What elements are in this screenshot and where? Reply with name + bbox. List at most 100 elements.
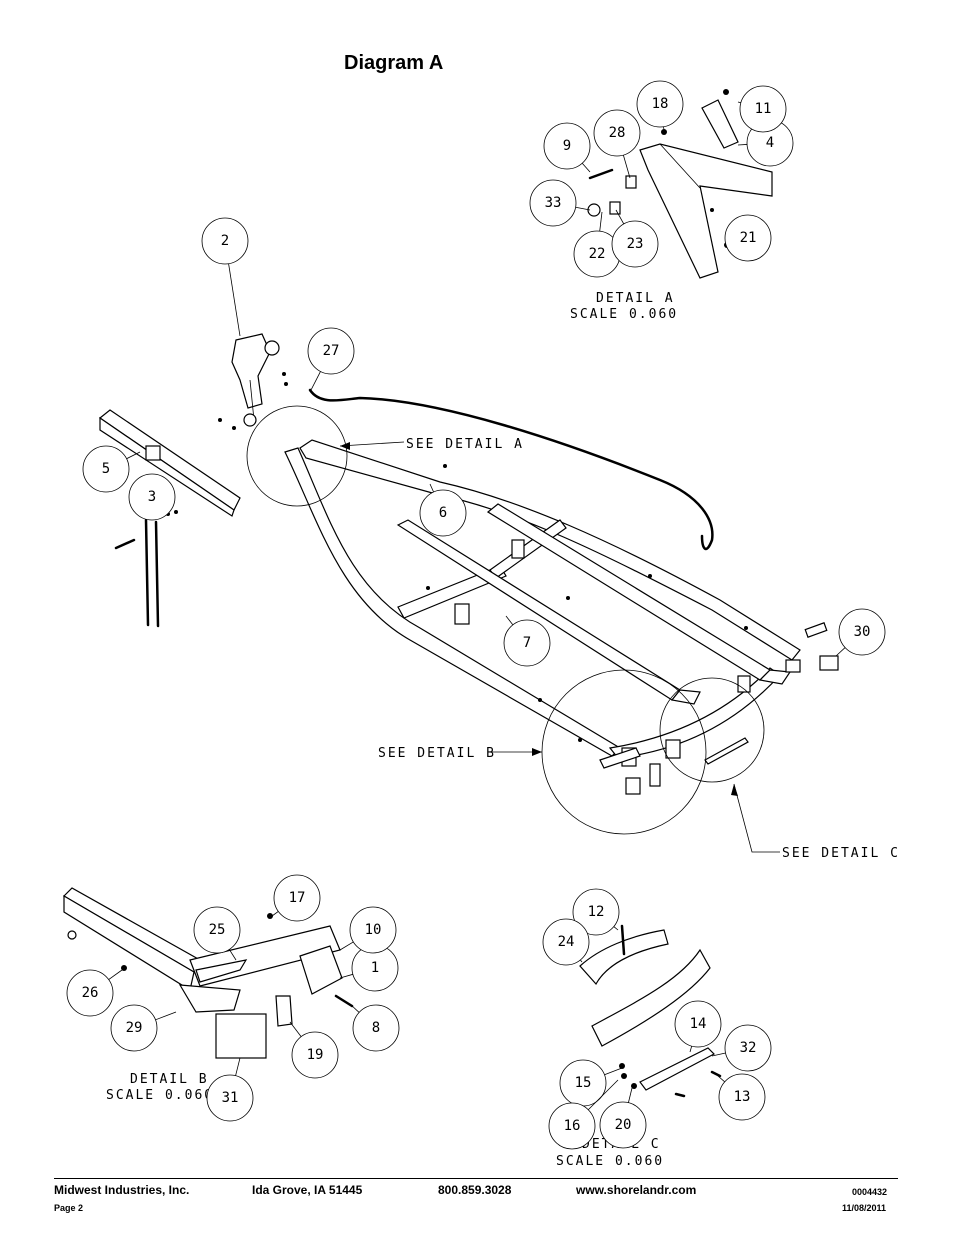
leader-line-33: [575, 206, 591, 211]
part-number-18: 18: [652, 96, 669, 112]
detail-b-name: DETAIL B: [130, 1072, 209, 1087]
see-detail-c-label: SEE DETAIL C: [782, 846, 900, 861]
leader-line-25: [228, 949, 237, 961]
part-bubble-32: 32: [711, 1024, 772, 1072]
bubble-circle-17: [273, 874, 321, 922]
bubble-circle-24: [542, 918, 590, 966]
bubble-circle-28: [593, 109, 641, 157]
leader-line-16: [587, 1079, 619, 1111]
leader-line-20: [628, 1087, 633, 1103]
part-number-9: 9: [563, 138, 571, 154]
part-bubbles: 1234567891011121314151617181920212223242…: [66, 80, 886, 1150]
winch-stand: [218, 333, 288, 430]
see-detail-b-label: SEE DETAIL B: [378, 746, 496, 761]
leader-line-18: [663, 126, 665, 131]
part-bubble-21: 21: [724, 214, 772, 262]
detail-c-drawing: [579, 924, 722, 1098]
part-bubble-28: 28: [593, 109, 641, 179]
part-bubble-1: 1: [339, 944, 399, 992]
part-bubble-14: 14: [674, 1000, 722, 1053]
leader-line-17: [271, 911, 279, 917]
bubble-circle-33: [529, 179, 577, 227]
detail-markers: [246, 405, 780, 853]
bubble-circle-18: [636, 80, 684, 128]
footer-company: Midwest Industries, Inc.: [54, 1183, 190, 1197]
part-bubble-24: 24: [542, 918, 590, 966]
bubble-circle-7: [503, 619, 551, 667]
leader-line-29: [155, 1011, 177, 1021]
part-number-26: 26: [82, 985, 99, 1001]
part-number-7: 7: [523, 635, 531, 651]
part-number-32: 32: [740, 1040, 757, 1056]
part-bubble-17: 17: [271, 874, 321, 922]
leader-line-12: [613, 926, 619, 931]
part-bubble-22: 22: [573, 211, 621, 278]
part-bubble-10: 10: [339, 906, 397, 954]
part-number-31: 31: [222, 1090, 239, 1106]
bubble-circle-32: [724, 1024, 772, 1072]
part-bubble-31: 31: [206, 1057, 254, 1122]
leader-line-14: [689, 1046, 693, 1053]
part-bubble-2: 2: [201, 217, 249, 337]
leader-line-7: [505, 615, 514, 626]
part-number-14: 14: [690, 1016, 707, 1032]
leader-line-15: [604, 1067, 623, 1076]
footer-date: 11/08/2011: [842, 1203, 887, 1213]
part-number-12: 12: [588, 904, 605, 920]
bubble-circle-21: [724, 214, 772, 262]
footer-divider: [54, 1178, 898, 1179]
part-bubble-15: 15: [559, 1059, 623, 1107]
footer-doc-number: 0004432: [852, 1187, 888, 1197]
part-number-10: 10: [365, 922, 382, 938]
part-bubble-19: 19: [289, 1021, 339, 1079]
part-number-2: 2: [221, 233, 229, 249]
bubble-circle-8: [352, 1004, 400, 1052]
leader-line-26: [108, 969, 123, 980]
detail-a-name: DETAIL A: [596, 291, 675, 306]
bubble-circle-29: [110, 1004, 158, 1052]
leader-line-13: [717, 1075, 725, 1083]
part-bubble-33: 33: [529, 179, 591, 227]
part-bubble-3: 3: [128, 473, 176, 521]
leader-line-27: [309, 371, 321, 393]
part-bubble-29: 29: [110, 1004, 177, 1052]
bubble-circle-11: [739, 85, 787, 133]
leader-line-6: [429, 483, 434, 493]
part-bubble-26: 26: [66, 969, 123, 1017]
bubble-circle-23: [611, 220, 659, 268]
part-number-21: 21: [740, 230, 757, 246]
part-number-27: 27: [323, 343, 340, 359]
part-bubble-23: 23: [611, 209, 659, 268]
part-number-29: 29: [126, 1020, 143, 1036]
bubble-circle-30: [838, 608, 886, 656]
part-number-8: 8: [372, 1020, 380, 1036]
part-number-6: 6: [439, 505, 447, 521]
leader-line-28: [622, 154, 631, 179]
bubble-circle-12: [572, 888, 620, 936]
leader-line-1: [339, 973, 353, 979]
leader-line-24: [580, 959, 583, 963]
leader-line-22: [599, 211, 603, 232]
part-number-23: 23: [627, 236, 644, 252]
bubble-circle-31: [206, 1074, 254, 1122]
callout-text: SEE DETAIL A SEE DETAIL B SEE DETAIL C D…: [106, 291, 900, 1169]
footer-website: www.shorelandr.com: [576, 1183, 697, 1197]
leader-line-32: [711, 1052, 726, 1057]
parts-diagram: SEE DETAIL A SEE DETAIL B SEE DETAIL C D…: [63, 80, 900, 1169]
part-number-3: 3: [148, 489, 156, 505]
part-bubble-20: 20: [599, 1087, 647, 1149]
trailer-frame: [284, 388, 839, 795]
detail-a-scale: SCALE 0.060: [570, 307, 678, 322]
footer-page: Page 2: [54, 1203, 84, 1213]
leader-line-30: [835, 647, 846, 657]
part-bubble-16: 16: [548, 1079, 619, 1150]
leader-line-2: [228, 263, 241, 337]
leader-line-4: [737, 144, 748, 146]
part-number-24: 24: [558, 934, 575, 950]
part-number-1: 1: [371, 960, 379, 976]
part-number-13: 13: [734, 1089, 751, 1105]
detail-b-drawing: [63, 887, 354, 1059]
bubble-circle-6: [419, 489, 467, 537]
footer-phone: 800.859.3028: [438, 1183, 512, 1197]
bubble-circle-16: [548, 1102, 596, 1150]
